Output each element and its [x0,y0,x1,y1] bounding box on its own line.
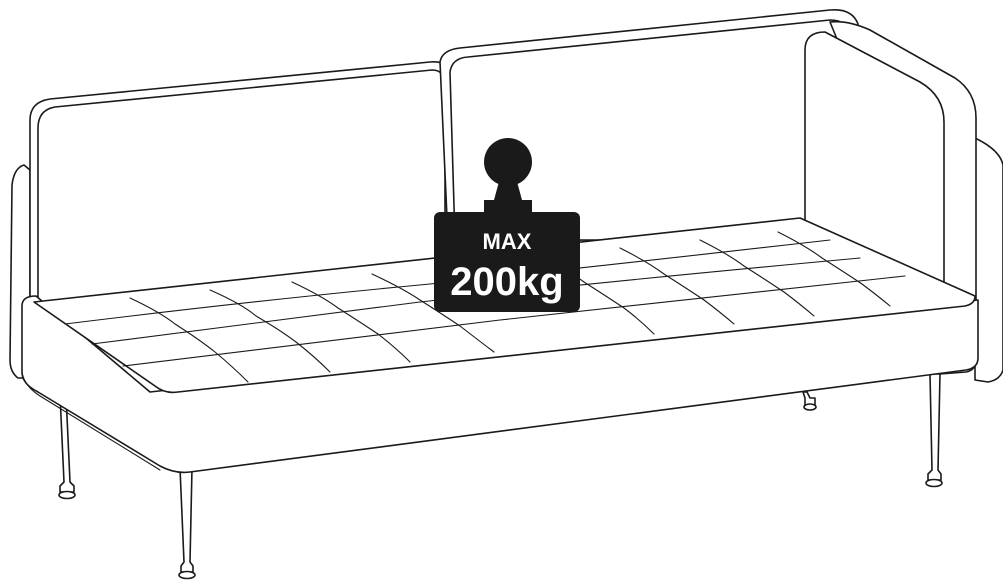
rear-frame [9,137,1003,383]
weight-badge: MAX 200kg [434,138,580,312]
back-cushion-left [29,61,453,305]
back-cushion-right [439,8,861,241]
weight-icon [484,138,532,212]
weight-label-box [434,212,580,312]
seat-base [21,295,979,474]
max-label: MAX [483,229,532,254]
sofa-legs [58,373,943,580]
weight-value: 200kg [450,260,563,304]
